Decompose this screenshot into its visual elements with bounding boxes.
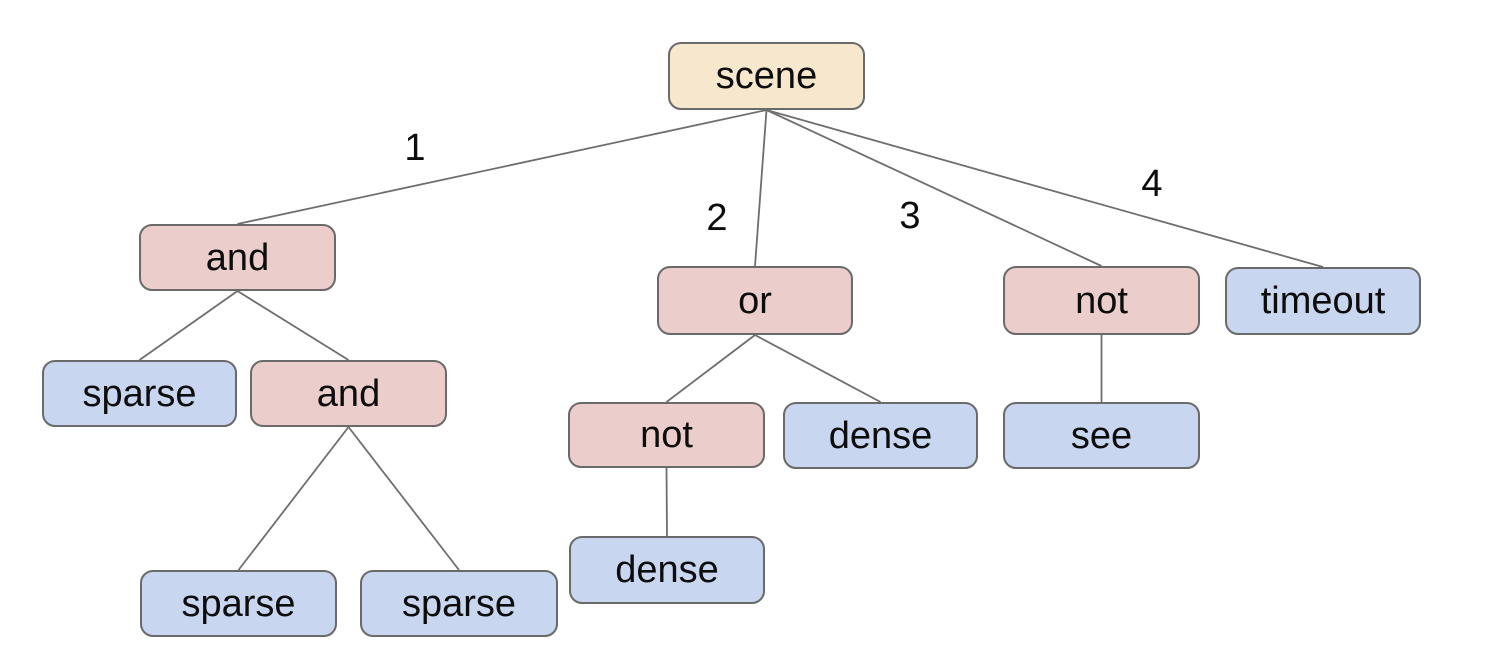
edge-and2-sparse2: [237, 426, 350, 571]
tree-node-sparse2: sparse: [140, 570, 337, 637]
edge-and1-and2: [237, 290, 349, 361]
edge-and1-sparse1: [138, 290, 239, 361]
edge-scene-and1: [237, 109, 767, 225]
tree-node-dense1: dense: [783, 402, 978, 469]
edge-label-1: 1: [404, 127, 426, 169]
tree-node-timeout1: timeout: [1225, 267, 1421, 335]
tree-node-sparse3: sparse: [360, 570, 558, 637]
tree-node-scene: scene: [668, 42, 865, 110]
tree-node-dense2: dense: [569, 536, 765, 604]
edge-or1-not2: [665, 334, 756, 403]
tree-node-not1: not: [1003, 266, 1200, 335]
tree-node-or1: or: [657, 266, 853, 335]
edge-and2-sparse3: [347, 426, 460, 571]
edge-label-4: 4: [1141, 163, 1163, 205]
tree-node-sparse1: sparse: [42, 360, 237, 427]
edge-scene-or1: [754, 109, 768, 267]
edge-not2-dense2: [665, 467, 668, 537]
edge-scene-not1: [766, 109, 1102, 267]
tree-node-and2: and: [250, 360, 447, 427]
tree-node-not2: not: [568, 402, 765, 468]
tree-node-and1: and: [139, 224, 336, 291]
edge-scene-timeout1: [766, 109, 1324, 268]
edge-label-2: 2: [706, 197, 728, 239]
edge-label-3: 3: [899, 195, 921, 237]
edge-or1-dense1: [754, 334, 881, 403]
tree-node-see1: see: [1003, 402, 1200, 469]
